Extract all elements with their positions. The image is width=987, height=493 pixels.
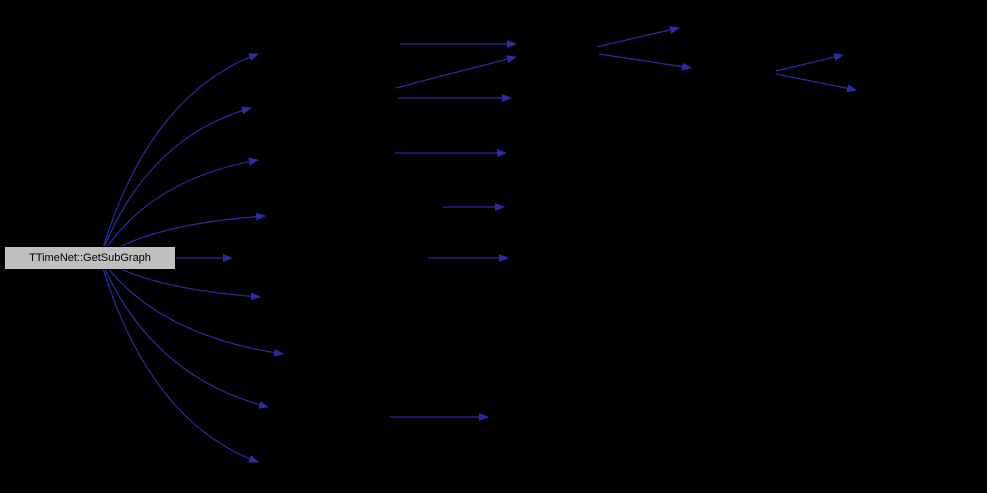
call-edge <box>775 73 857 93</box>
call-edge <box>775 53 844 72</box>
call-edge <box>99 53 259 259</box>
root-node: TTimeNet::GetSubGraph <box>4 246 176 270</box>
call-edge <box>598 53 692 71</box>
root-node-label: TTimeNet::GetSubGraph <box>29 251 151 264</box>
call-edge <box>99 257 284 357</box>
call-edge <box>596 26 680 48</box>
call-edge <box>99 157 259 259</box>
edge-layer <box>99 26 857 463</box>
call-edge <box>99 257 259 463</box>
call-edge <box>99 257 269 409</box>
call-edge <box>99 106 252 259</box>
call-edge <box>395 55 517 89</box>
